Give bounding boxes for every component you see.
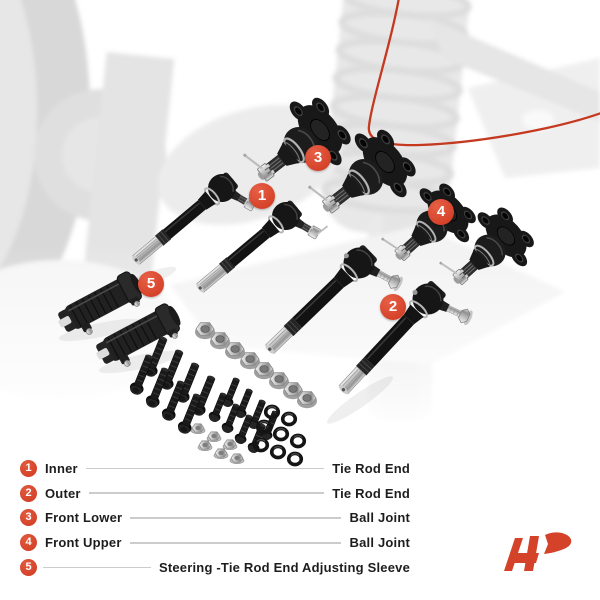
legend-right-label: Ball Joint — [349, 510, 410, 526]
legend-connector-line — [85, 467, 325, 470]
scene-callout-2: 2 — [380, 294, 406, 320]
legend-left-label: Outer — [45, 485, 81, 501]
legend-left-label: Front Lower — [45, 510, 123, 526]
legend-connector-line — [43, 566, 151, 569]
legend-row-1: 1 Inner Tie Rod End — [20, 456, 410, 481]
legend-badge-5: 5 — [20, 559, 37, 577]
legend-right-label: Steering -Tie Rod End Adjusting Sleeve — [158, 560, 410, 576]
legend-right-label: Tie Rod End — [332, 460, 410, 476]
legend-row-2: 2 Outer Tie Rod End — [20, 481, 410, 506]
scene-callout-1: 1 — [249, 183, 275, 209]
scene-callout-4: 4 — [428, 199, 454, 225]
legend-badge-1: 1 — [20, 459, 37, 477]
legend-connector-line — [88, 492, 325, 494]
legend-left-label: Inner — [45, 460, 78, 476]
scene-callout-5: 5 — [138, 271, 164, 297]
legend-row-3: 3 Front Lower Ball Joint — [20, 506, 410, 531]
parts-legend: 1 Inner Tie Rod End 2 Outer Tie Rod End … — [20, 456, 410, 580]
a-premium-monogram-icon — [504, 532, 572, 571]
legend-left-label: Front Upper — [45, 535, 122, 551]
legend-badge-2: 2 — [20, 484, 37, 502]
legend-right-label: Ball Joint — [349, 535, 410, 551]
scene-callout-3: 3 — [305, 145, 331, 171]
legend-row-4: 4 Front Upper Ball Joint — [20, 530, 410, 555]
legend-connector-line — [129, 542, 342, 544]
legend-row-5: 5 Steering -Tie Rod End Adjusting Sleeve — [20, 555, 410, 580]
legend-right-label: Tie Rod End — [332, 485, 410, 501]
legend-badge-3: 3 — [20, 509, 37, 527]
legend-connector-line — [130, 517, 342, 519]
legend-badge-4: 4 — [20, 534, 37, 552]
